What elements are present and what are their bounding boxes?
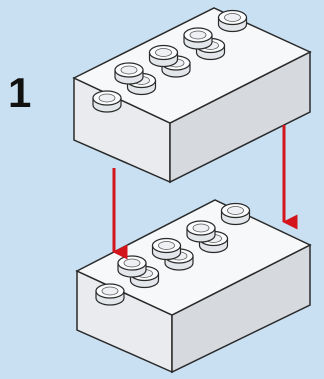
top-brick-stud: [92, 90, 122, 113]
top-brick-studs: [92, 9, 248, 113]
bottom-brick-stud: [117, 255, 147, 278]
top-brick: [72, 7, 312, 184]
top-brick-stud: [217, 9, 248, 33]
bottom-brick-stud: [151, 237, 182, 261]
top-brick-stud: [148, 44, 179, 68]
bottom-brick-stud: [95, 283, 125, 306]
bottom-brick-studs: [95, 202, 251, 306]
top-brick-stud: [114, 62, 144, 85]
bottom-brick-stud: [220, 202, 251, 226]
top-brick-stud: [183, 27, 213, 50]
bottom-brick-stud: [186, 220, 216, 243]
step-number: 1: [8, 69, 32, 116]
bottom-brick: [75, 199, 312, 374]
